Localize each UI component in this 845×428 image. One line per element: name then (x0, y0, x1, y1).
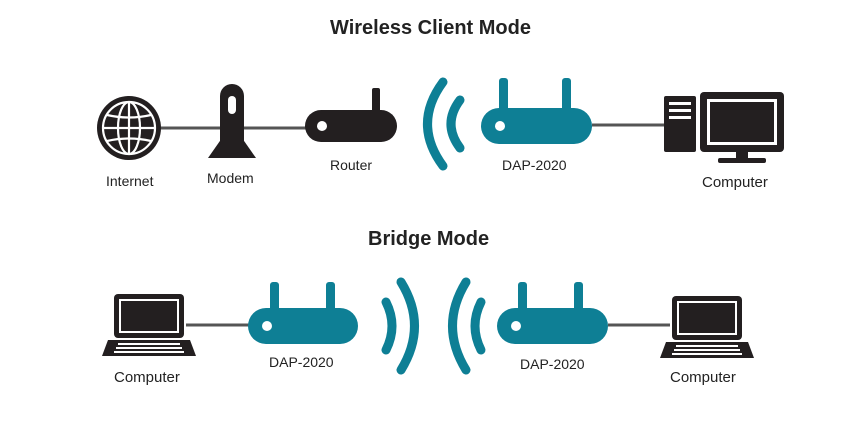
bridge-mode-title: Bridge Mode (368, 228, 490, 250)
modem-icon (208, 84, 256, 158)
wireless-signal-icon (423, 77, 465, 171)
internet-label: Internet (106, 173, 154, 189)
access-point-icon (497, 282, 608, 344)
globe-icon (97, 96, 161, 160)
laptop-icon (102, 294, 196, 356)
router-label: Router (330, 157, 373, 173)
client-computer-label: Computer (702, 174, 768, 191)
wireless-signal-icon (381, 277, 486, 375)
access-point-icon (248, 282, 358, 344)
client-cables (160, 123, 668, 130)
bridge-left-access-point-label: DAP-2020 (269, 354, 334, 370)
bridge-right-computer-label: Computer (670, 369, 736, 386)
wireless-client-mode-title: Wireless Client Mode (330, 17, 531, 39)
laptop-icon (660, 296, 754, 358)
client-access-point-label: DAP-2020 (502, 157, 567, 173)
desktop-computer-icon (664, 92, 784, 163)
modem-label: Modem (207, 170, 254, 186)
bridge-right-access-point-label: DAP-2020 (520, 356, 585, 372)
access-point-icon (481, 78, 592, 144)
bridge-left-computer-label: Computer (114, 369, 180, 386)
router-icon (305, 88, 397, 142)
